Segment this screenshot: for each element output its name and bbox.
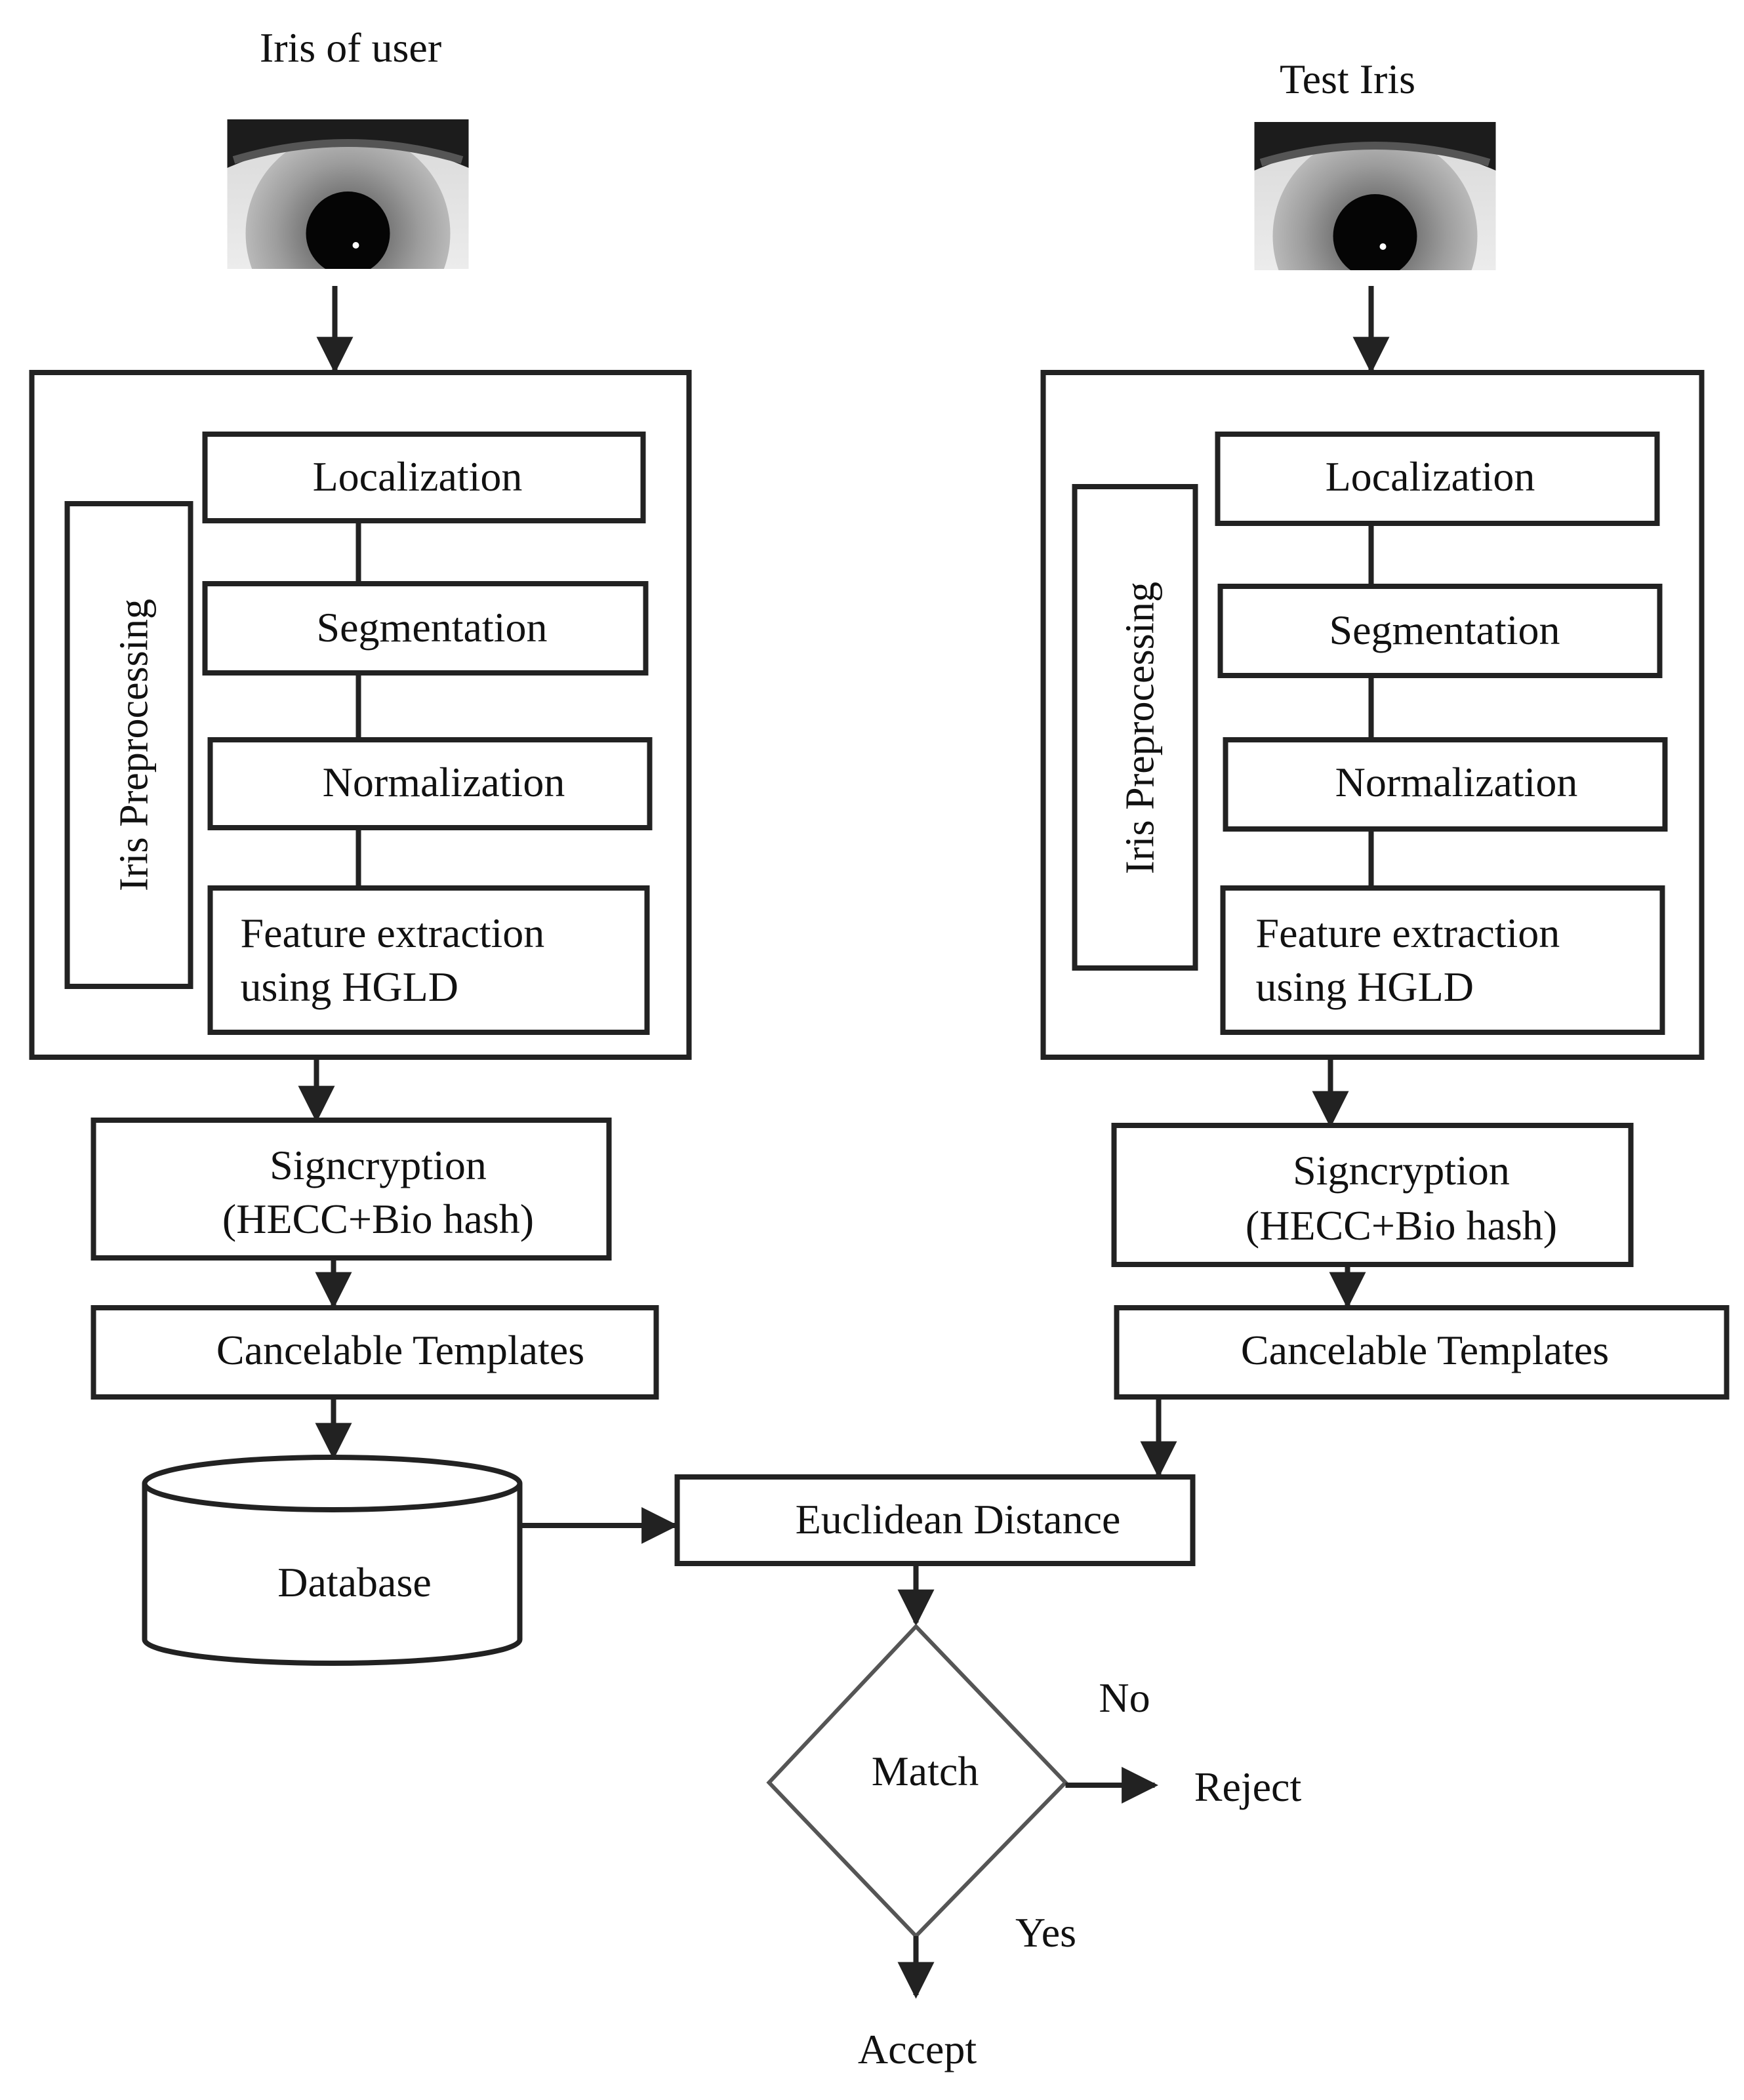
right-signcryption-line2: (HECC+Bio hash) xyxy=(1246,1202,1557,1249)
right-feature-line2: using HGLD xyxy=(1256,963,1474,1010)
right-iris-preprocessing-box xyxy=(1072,484,1198,971)
left-feature-line2: using HGLD xyxy=(241,963,458,1010)
left-normalization-box xyxy=(207,737,653,830)
left-cancelable-templates-box xyxy=(91,1305,659,1400)
reject-label: Reject xyxy=(1194,1764,1302,1810)
yes-label: Yes xyxy=(1015,1909,1076,1956)
left-signcryption-line1: Signcryption xyxy=(270,1142,487,1188)
left-segmentation-box xyxy=(202,581,649,676)
right-feature-line1: Feature extraction xyxy=(1256,910,1560,956)
left-iris-preprocessing-label: Iris Preprocessing xyxy=(112,599,157,891)
left-segmentation-label: Segmentation xyxy=(317,604,548,651)
accept-label: Accept xyxy=(858,2026,977,2072)
right-cancelable-templates-box xyxy=(1114,1305,1730,1400)
right-localization-label: Localization xyxy=(1326,453,1535,500)
right-iris-preprocessing-label: Iris Preprocessing xyxy=(1118,582,1163,874)
right-signcryption-line1: Signcryption xyxy=(1293,1147,1510,1194)
no-label: No xyxy=(1099,1674,1150,1721)
right-segmentation-box xyxy=(1217,584,1663,678)
right-localization-box xyxy=(1215,432,1660,526)
euclidean-distance-box xyxy=(674,1474,1196,1566)
left-cancelable-templates-label: Cancelable Templates xyxy=(216,1327,584,1373)
left-feature-extraction-box xyxy=(207,885,650,1035)
euclidean-distance-label: Euclidean Distance xyxy=(796,1496,1121,1543)
right-cancelable-templates-label: Cancelable Templates xyxy=(1241,1327,1609,1373)
right-segmentation-label: Segmentation xyxy=(1329,607,1560,653)
left-normalization-label: Normalization xyxy=(323,759,565,805)
left-localization-label: Localization xyxy=(313,453,523,500)
database-label: Database xyxy=(277,1559,432,1605)
right-title: Test Iris xyxy=(1280,56,1415,102)
left-feature-line1: Feature extraction xyxy=(241,910,545,956)
right-eye-image xyxy=(1254,122,1496,270)
right-normalization-label: Normalization xyxy=(1335,759,1578,805)
database-cylinder-icon xyxy=(142,1455,523,1666)
match-label: Match xyxy=(872,1748,979,1794)
right-signcryption-box xyxy=(1111,1123,1634,1267)
right-normalization-box xyxy=(1223,737,1668,832)
left-iris-preprocessing-box xyxy=(64,501,193,989)
left-localization-box xyxy=(202,432,646,523)
left-title: Iris of user xyxy=(260,24,441,71)
left-eye-image xyxy=(227,119,469,269)
left-signcryption-line2: (HECC+Bio hash) xyxy=(222,1196,534,1242)
right-feature-extraction-box xyxy=(1220,885,1665,1035)
left-signcryption-box xyxy=(91,1118,612,1261)
